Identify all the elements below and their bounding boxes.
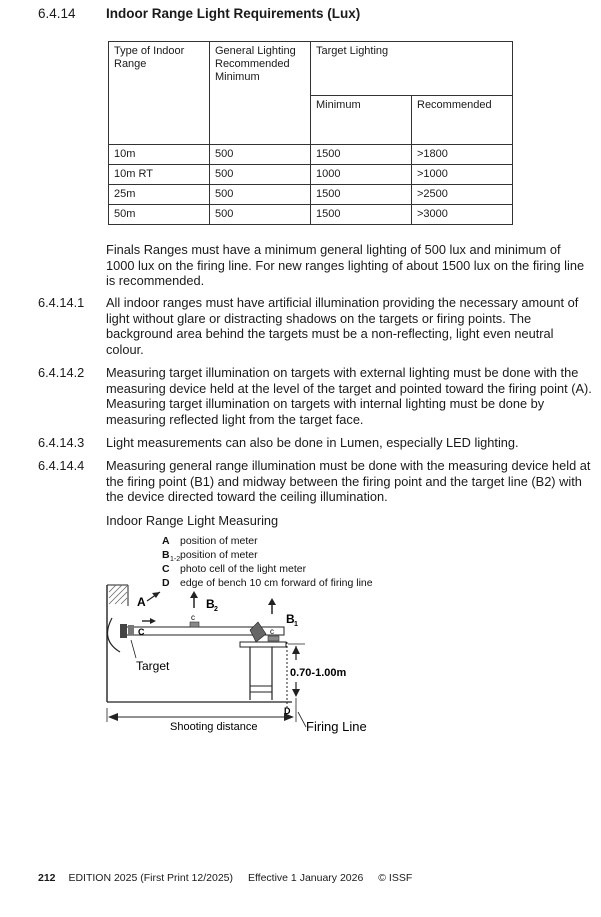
label-c: C [138,627,145,637]
intro-paragraph: Finals Ranges must have a minimum genera… [106,242,585,288]
legend-key-b: B [162,549,170,561]
label-target: Target [136,659,170,673]
legend-key-a: A [162,535,170,547]
table-cell: 1500 [310,204,412,225]
table-cell: 1500 [310,184,412,205]
table-cell: 1000 [310,164,412,185]
label-c-small-b2: c [191,613,195,622]
table-row: 10m 500 1500 >1800 [108,144,513,165]
label-b2-sub: 2 [214,606,218,613]
header-general: General Lighting Recommended Minimum [209,41,311,145]
paragraph-number: 6.4.14.2 [38,365,85,380]
header-recommended: Recommended [411,94,513,146]
legend-text-b: position of meter [180,549,258,561]
table-row: 25m 500 1500 >2500 [108,184,513,205]
table-cell: 500 [209,204,311,225]
legend-text-c: photo cell of the light meter [180,563,307,575]
table-cell: >1800 [411,144,513,165]
table-cell: >3000 [411,204,513,225]
paragraph-6-4-14-2: Measuring target illumination on targets… [106,365,592,427]
label-b2: B [206,597,215,611]
table-row: 10m RT 500 1000 >1000 [108,164,513,185]
legend-text-a: position of meter [180,535,258,547]
paragraph-number: 6.4.14.4 [38,458,85,473]
legend-text-d: edge of bench 10 cm forward of firing li… [180,577,373,589]
paragraph-6-4-14-4: Measuring general range illumination mus… [106,458,591,504]
header-minimum: Minimum [310,94,412,146]
label-a: A [137,595,146,609]
table-cell: >2500 [411,184,513,205]
table-cell: 50m [108,204,210,225]
paragraph-6-4-14-3: Light measurements can also be done in L… [106,435,519,450]
table-row: 50m 500 1500 >3000 [108,204,513,225]
label-d: D [284,706,291,716]
figure-caption: Indoor Range Light Measuring [106,513,279,528]
legend-sub-b: 1-2 [170,556,180,563]
table-cell: 500 [209,164,311,185]
page-number: 212 [38,872,56,884]
footer-effective: Effective 1 January 2026 [247,872,364,884]
paragraph-number: 6.4.14.1 [38,295,85,310]
header-type: Type of Indoor Range [108,41,210,145]
page-footer: 212 EDITION 2025 (First Print 12/2025) E… [38,872,424,884]
label-height: 0.70-1.00m [290,667,346,679]
label-c-small-b1: c [270,627,274,636]
legend-key-d: D [162,577,170,589]
legend-key-c: C [162,563,170,575]
paragraph-6-4-14-1: All indoor ranges must have artificial i… [106,295,579,357]
paragraph-number: 6.4.14.3 [38,435,85,450]
label-shooting-distance: Shooting distance [170,721,257,733]
table-cell: >1000 [411,164,513,185]
table-cell: 500 [209,184,311,205]
light-measuring-diagram: A position of meter B 1-2 position of me… [106,535,373,734]
section-number: 6.4.14 [38,6,76,21]
header-target: Target Lighting [310,41,513,96]
label-firing-line: Firing Line [306,719,367,734]
table-cell: 10m RT [108,164,210,185]
table-cell: 500 [209,144,311,165]
lux-table: Type of Indoor Range General Lighting Re… [108,41,513,225]
table-cell: 1500 [310,144,412,165]
section-title: Indoor Range Light Requirements (Lux) [106,6,361,21]
footer-copyright: © ISSF [378,872,413,884]
label-b1-sub: 1 [294,621,298,628]
footer-edition: EDITION 2025 (First Print 12/2025) [68,872,234,884]
table-cell: 10m [108,144,210,165]
table-cell: 25m [108,184,210,205]
label-b1: B [286,612,295,626]
